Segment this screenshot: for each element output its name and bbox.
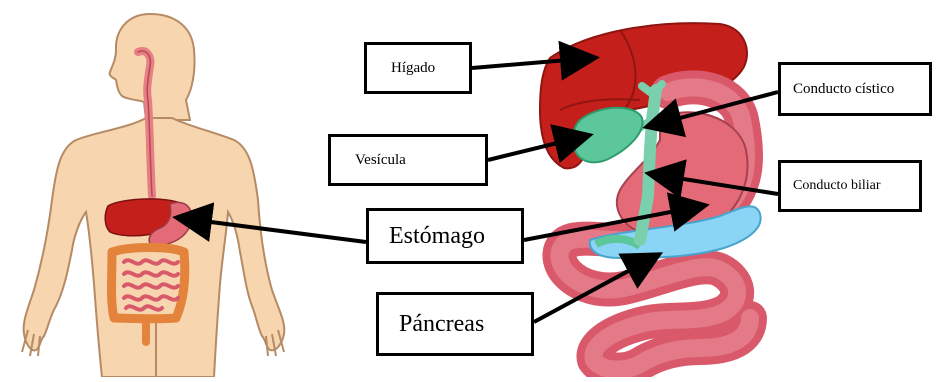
- label-higado-text: Hígado: [391, 60, 435, 77]
- label-estomago-text: Estómago: [389, 223, 485, 250]
- label-pancreas-text: Páncreas: [399, 311, 484, 338]
- label-conducto-cistico: Conducto cístico: [778, 62, 932, 116]
- label-conducto-cistico-text: Conducto cístico: [793, 81, 894, 98]
- label-pancreas: Páncreas: [376, 292, 534, 356]
- label-vesicula: Vesícula: [328, 134, 488, 186]
- label-conducto-biliar: Conducto biliar: [778, 160, 922, 212]
- label-conducto-biliar-text: Conducto biliar: [793, 178, 881, 194]
- label-estomago: Estómago: [366, 208, 524, 264]
- organs-illustration: [540, 23, 761, 369]
- human-body-figure: [22, 14, 284, 377]
- label-vesicula-text: Vesícula: [355, 152, 406, 169]
- label-higado: Hígado: [364, 42, 472, 94]
